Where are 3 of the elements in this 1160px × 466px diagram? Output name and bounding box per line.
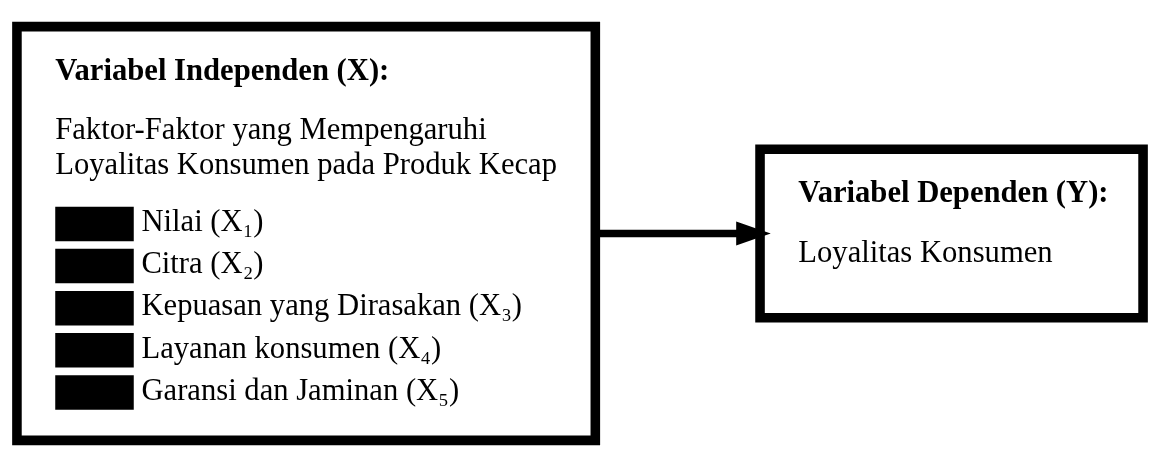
- node-box: Variabel Independen (X): Faktor-Faktor yang Mempengaruhi Loyalitas Konsumen pada Produk Kecap Nilai (X₁) Citra (X₂) Kepuasan yang Dirasakan (X₃) Layanan konsumen (X₄) Garansi dan Jaminan (X₅): [12, 21, 601, 445]
- node-box: Variabel Dependen (Y): Loyalitas Konsumen: [755, 143, 1148, 323]
- arrow: [596, 220, 771, 246]
